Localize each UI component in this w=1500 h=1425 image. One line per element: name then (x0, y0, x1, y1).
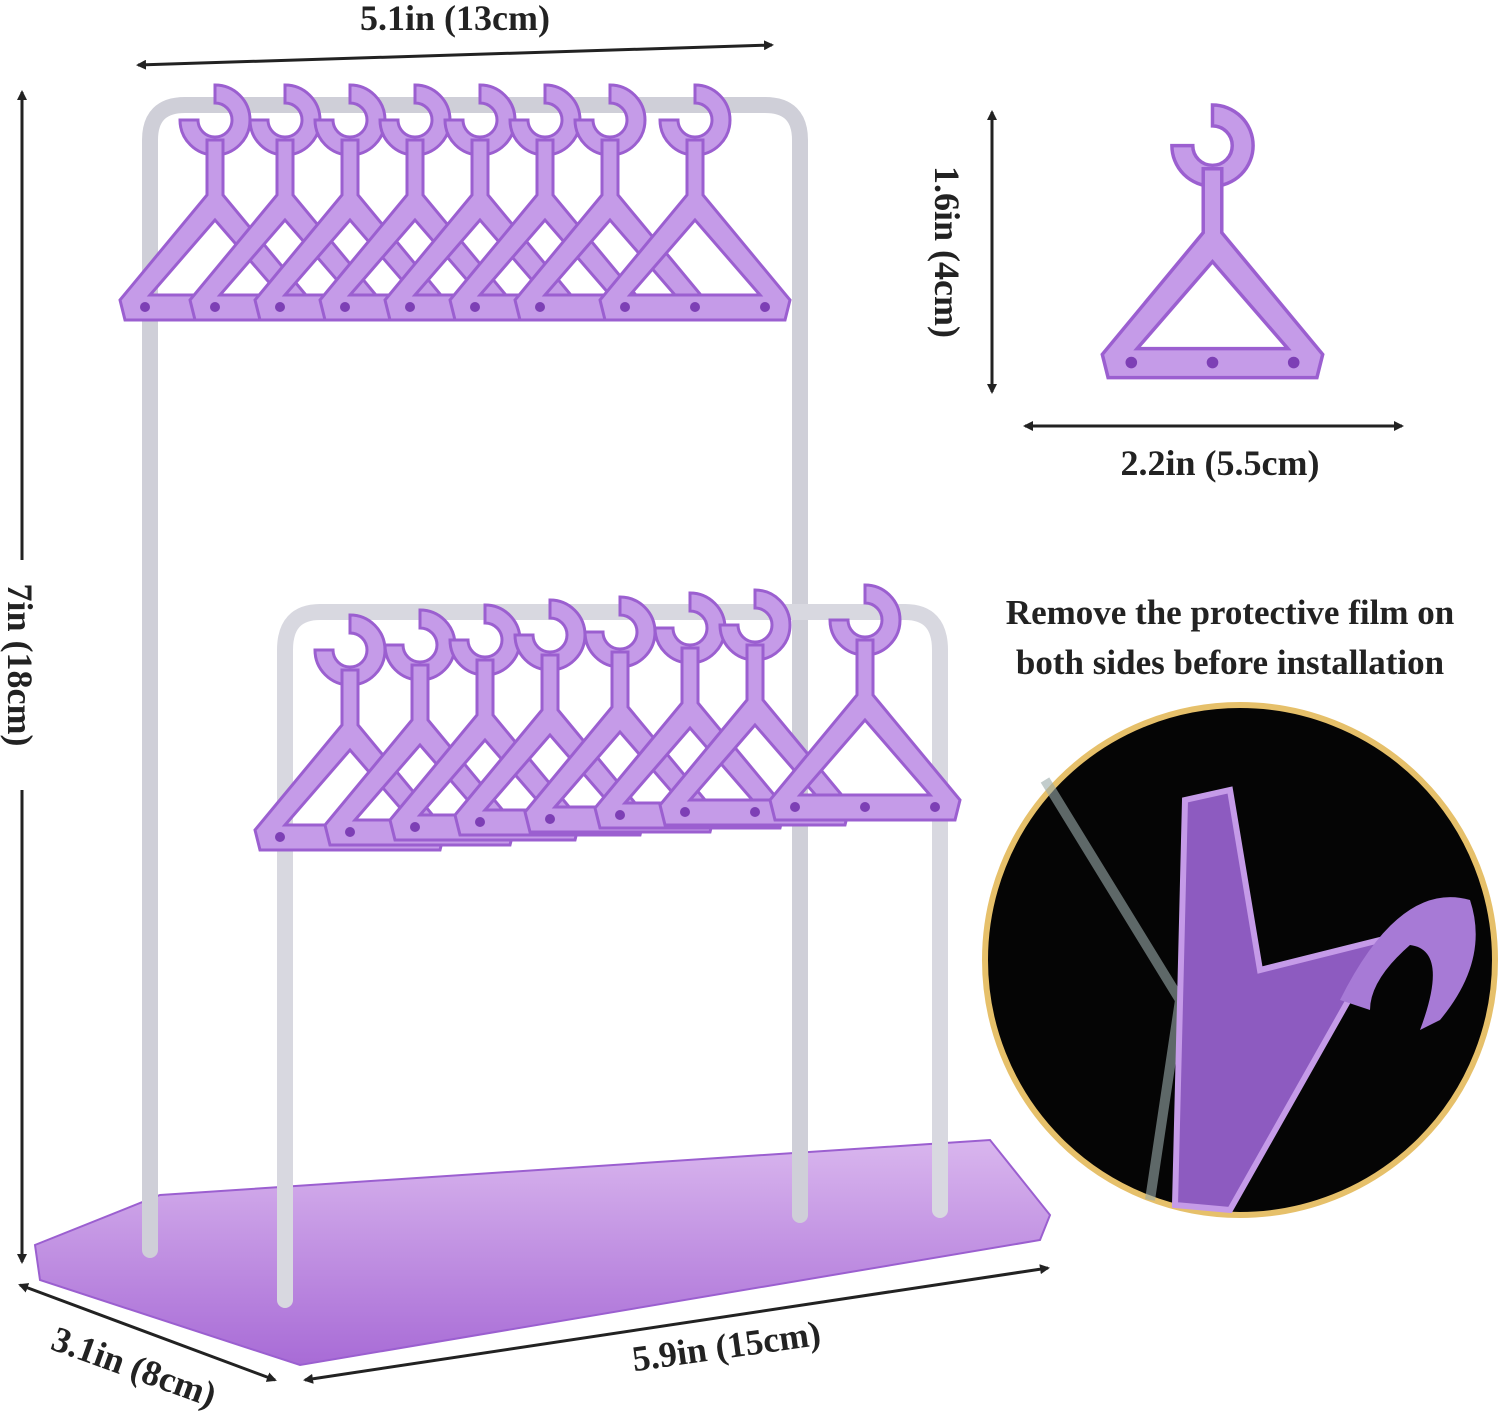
top-width-arrow (136, 40, 774, 70)
note-line-1: Remove the protective film on (1005, 593, 1455, 632)
hanger-height-label: 1.6in (4cm) (927, 166, 967, 338)
bottom-hanger-row (253, 583, 962, 852)
single-hanger (1102, 105, 1322, 378)
height-label: 7in (18cm) (0, 584, 40, 747)
top-width-label: 5.1in (13cm) (360, 0, 550, 38)
detail-inset (982, 702, 1498, 1218)
base-depth-label: 3.1in (8cm) (46, 1319, 221, 1415)
short-frame (277, 604, 948, 1308)
hanger-width-label: 2.2in (5.5cm) (1121, 443, 1320, 483)
base-depth-arrow (18, 1283, 277, 1382)
base-width-label: 5.9in (15cm) (629, 1313, 823, 1379)
base-plate (33, 1138, 1052, 1367)
top-hanger-row (118, 83, 792, 322)
base-width-arrow (303, 1264, 1050, 1384)
tall-frame (142, 97, 808, 1258)
installation-note: Remove the protective film on both sides… (960, 588, 1500, 688)
note-line-2: both sides before installation (1015, 643, 1445, 682)
